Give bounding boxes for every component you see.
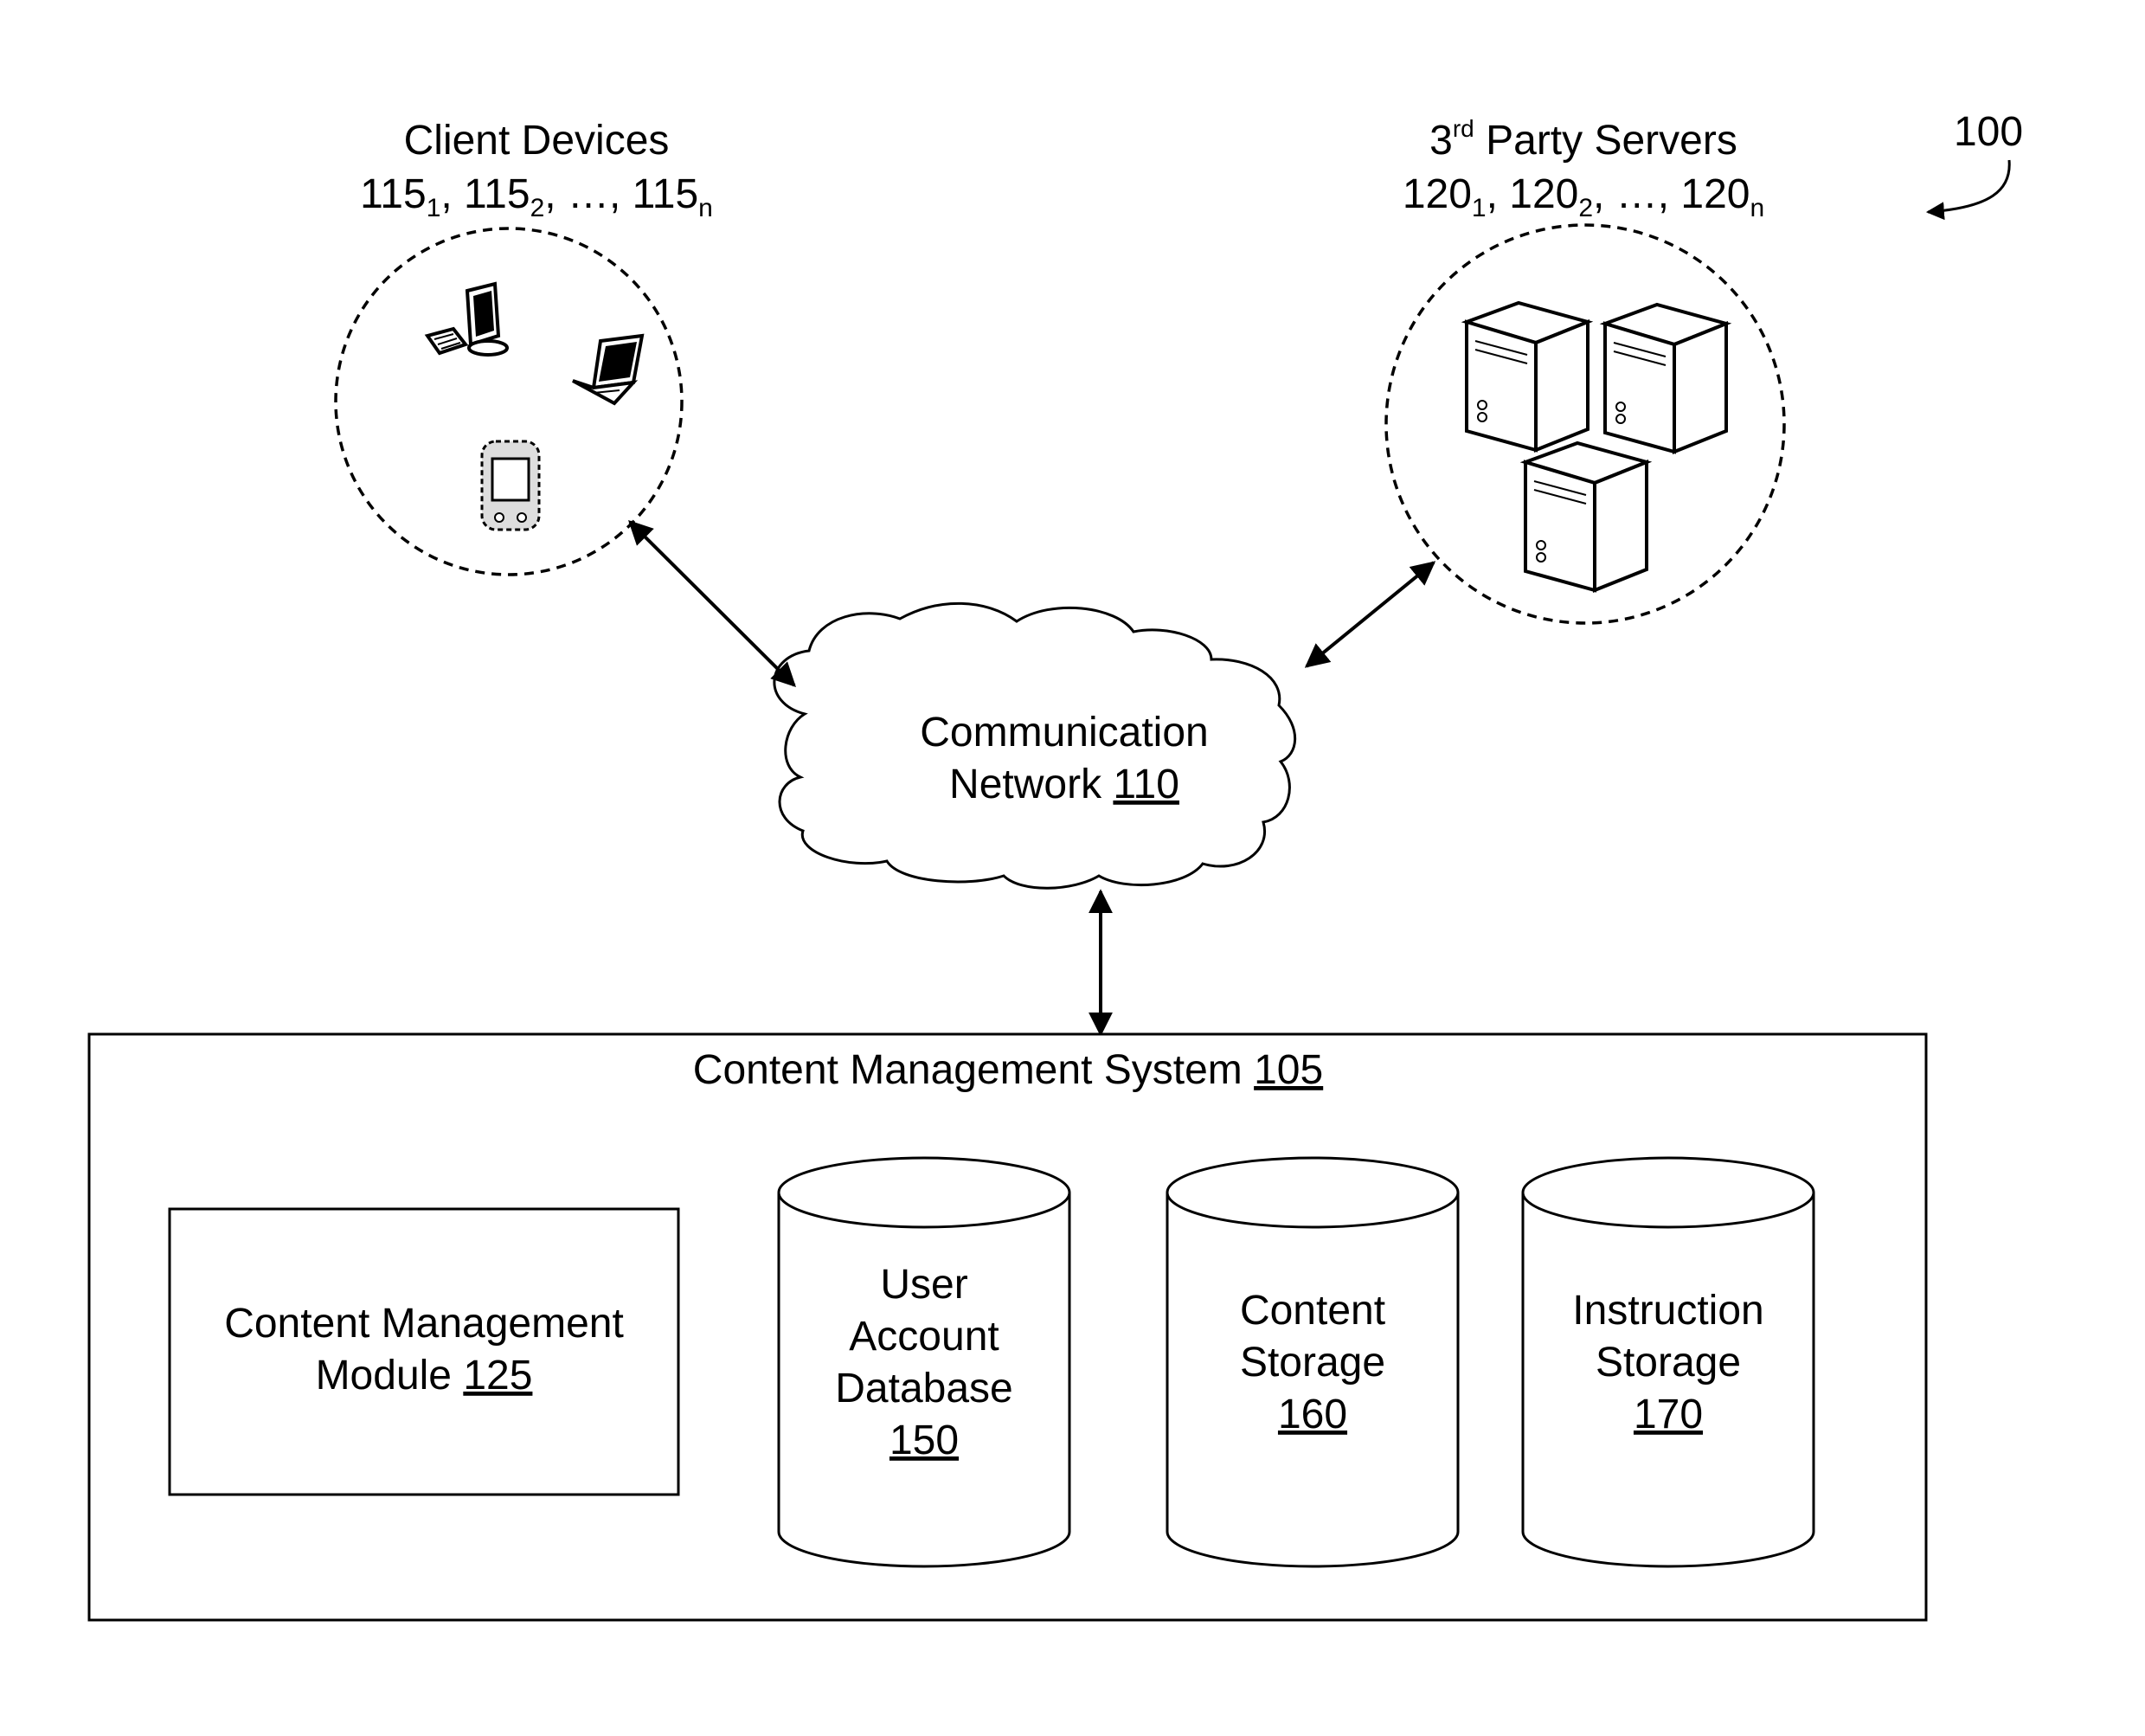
module-label-line1: Content Management: [224, 1301, 624, 1347]
figure-number: 100: [1954, 109, 2023, 155]
network-label-line1: Communication: [920, 710, 1208, 755]
database-label-line: User: [880, 1262, 967, 1308]
database-cylinder-top: [779, 1158, 1069, 1227]
database-cylinder-top: [1167, 1158, 1458, 1227]
module-label-line2: Module 125: [316, 1353, 533, 1398]
client-devices-group: Client Devices 1151, 1152, …, 115n: [336, 118, 713, 575]
network-label-line2: Network 110: [949, 762, 1179, 807]
cms-title: Content Management System 105: [693, 1047, 1323, 1093]
content-management-system: Content Management System 105 Content Ma…: [89, 1034, 1926, 1620]
servers-network-connector: [1307, 563, 1434, 666]
third-party-servers-title: 3rd Party Servers: [1429, 115, 1737, 164]
database-cylinder-top: [1523, 1158, 1814, 1227]
user-account-database: UserAccountDatabase 150: [779, 1158, 1069, 1566]
client-network-connector: [630, 522, 794, 685]
content-management-module: [170, 1209, 678, 1495]
database-label-line: Instruction: [1572, 1288, 1763, 1334]
server-tower-icon: [1605, 305, 1726, 452]
mobile-phone-icon: [482, 441, 539, 530]
database-reference-number: 150: [889, 1418, 959, 1463]
communication-network: Communication Network 110: [774, 603, 1295, 888]
third-party-servers-group: 3rd Party Servers 1201, 1202, …, 120n: [1386, 115, 1784, 623]
figure-reference: 100: [1928, 109, 2023, 212]
third-party-servers-ids: 1201, 1202, …, 120n: [1403, 171, 1764, 222]
database-label-line: Content: [1240, 1288, 1385, 1334]
instruction-storage: InstructionStorage 170: [1523, 1158, 1814, 1566]
client-devices-ids: 1151, 1152, …, 115n: [360, 171, 713, 222]
content-storage: ContentStorage 160: [1167, 1158, 1458, 1566]
database-reference-number: 170: [1634, 1392, 1703, 1437]
database-label-line: Storage: [1596, 1340, 1741, 1386]
database-reference-number: 160: [1278, 1392, 1347, 1437]
database-label-line: Database: [835, 1366, 1012, 1411]
server-tower-icon: [1467, 303, 1588, 450]
client-devices-title: Client Devices: [404, 118, 670, 164]
database-label-line: Storage: [1240, 1340, 1385, 1386]
figure-pointer-arrow: [1928, 160, 2009, 212]
database-label-line: Account: [849, 1314, 999, 1360]
server-tower-icon: [1525, 443, 1647, 590]
